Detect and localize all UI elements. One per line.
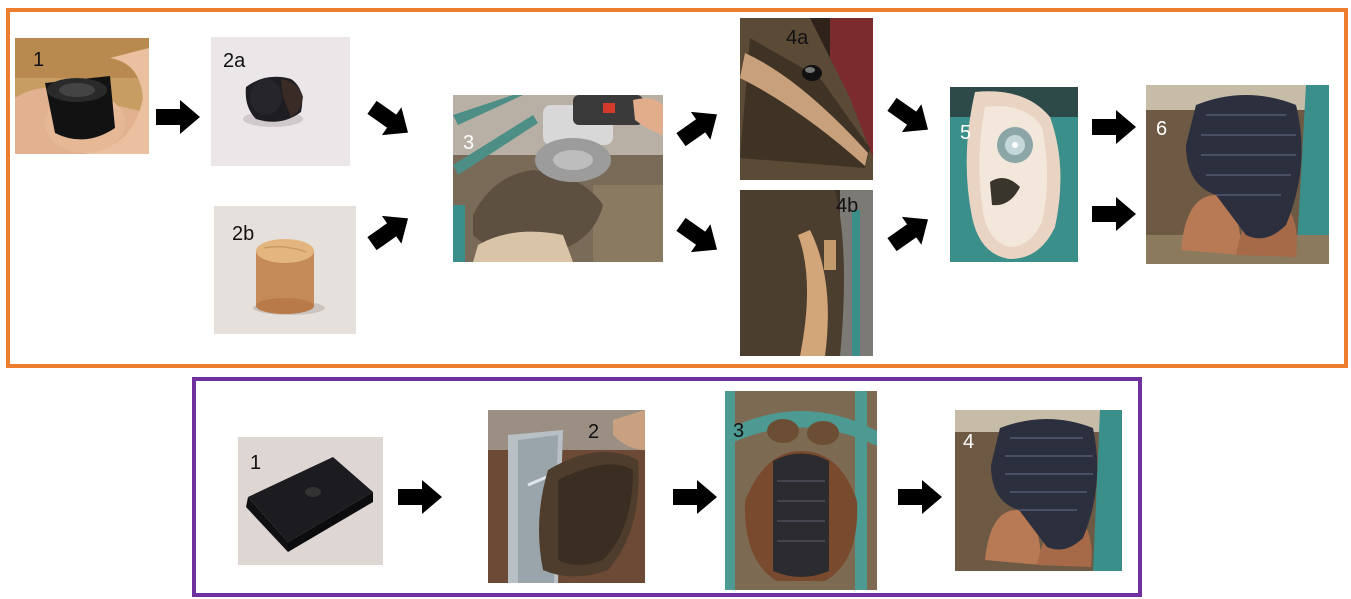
step-label: 3 bbox=[733, 421, 744, 441]
photo-step-2a-rubber-block: 2a bbox=[211, 37, 350, 166]
arrow-icon bbox=[398, 480, 442, 514]
photo-step-4a-hoof-rubber: 4a bbox=[740, 18, 873, 180]
photo-step-6-bandaged-hoof: 6 bbox=[1146, 85, 1329, 264]
step-label: 1 bbox=[250, 453, 261, 473]
photo-bottom-step-2-metal-plate: 2 bbox=[488, 410, 645, 583]
photo-step-4b-hoof-wood: 4b bbox=[740, 190, 873, 356]
step-label: 2 bbox=[588, 422, 599, 442]
photo-step-5-hoof-sole: 5 bbox=[950, 87, 1078, 262]
step-label: 2b bbox=[232, 224, 254, 244]
step-label: 4 bbox=[963, 432, 974, 452]
photo-step-3-grinding-hoof: 3 bbox=[453, 95, 663, 262]
arrow-icon bbox=[898, 480, 942, 514]
step-label: 1 bbox=[33, 50, 44, 70]
photo-step-2b-wooden-plug: 2b bbox=[214, 206, 356, 334]
arrow-icon bbox=[1092, 110, 1136, 144]
arrow-icon bbox=[1092, 197, 1136, 231]
photo-bottom-step-1-foam-block: 1 bbox=[238, 437, 383, 565]
arrow-icon bbox=[673, 480, 717, 514]
step-label: 6 bbox=[1156, 119, 1167, 139]
arrow-icon bbox=[156, 100, 200, 134]
step-label: 4a bbox=[786, 28, 808, 48]
step-label: 3 bbox=[463, 133, 474, 153]
step-label: 5 bbox=[960, 123, 971, 143]
photo-bottom-step-3-hoof-wrap: 3 bbox=[725, 391, 877, 590]
step-label: 2a bbox=[223, 51, 245, 71]
photo-bottom-step-4-bandaged-hoof: 4 bbox=[955, 410, 1122, 571]
step-label: 4b bbox=[836, 196, 858, 216]
photo-step-1-block-cap: 1 bbox=[15, 38, 149, 154]
